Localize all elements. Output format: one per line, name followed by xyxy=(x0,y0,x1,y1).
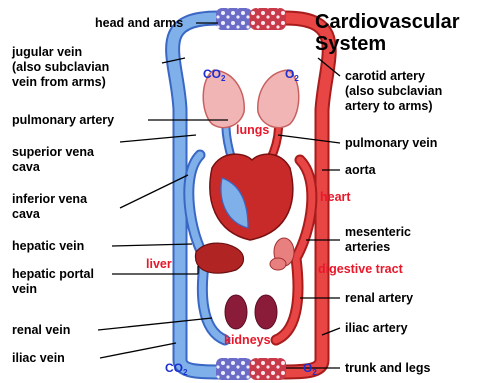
label-inferior-vena-cava-2: cava xyxy=(12,207,41,221)
organ-label-heart: heart xyxy=(320,190,351,204)
label-aorta: aorta xyxy=(345,163,377,177)
label-inferior-vena-cava-1: inferior vena xyxy=(12,192,88,206)
label-hepatic-vein: hepatic vein xyxy=(12,239,84,253)
label-iliac-artery: iliac artery xyxy=(345,321,408,335)
label-hepatic-portal-vein-2: vein xyxy=(12,282,37,296)
heart-icon xyxy=(210,154,293,240)
gas-co2-top: CO2 xyxy=(203,67,226,83)
label-trunk-and-legs: trunk and legs xyxy=(345,361,430,375)
label-pulmonary-artery: pulmonary artery xyxy=(12,113,114,127)
capillary-bed-legs-red xyxy=(250,358,286,380)
label-mesenteric-arteries-1: mesenteric xyxy=(345,225,411,239)
label-head-and-arms: head and arms xyxy=(95,16,183,30)
label-carotid-artery-3: artery to arms) xyxy=(345,99,433,113)
label-carotid-artery-1: carotid artery xyxy=(345,69,425,83)
capillary-bed-legs xyxy=(216,358,252,380)
title-line-1: Cardiovascular xyxy=(315,11,460,33)
label-mesenteric-arteries-2: arteries xyxy=(345,240,390,254)
gas-o2-top: O2 xyxy=(285,67,299,83)
liver-icon xyxy=(195,243,243,273)
label-superior-vena-cava-2: cava xyxy=(12,160,41,174)
label-hepatic-portal-vein-1: hepatic portal xyxy=(12,267,94,281)
title-line-2: System xyxy=(315,33,386,55)
capillary-bed-head-red xyxy=(250,8,286,30)
organ-label-liver: liver xyxy=(146,257,172,271)
organ-label-kidneys: kidneys xyxy=(224,333,271,347)
label-pulmonary-vein: pulmonary vein xyxy=(345,136,437,150)
label-jugular-vein-3: vein from arms) xyxy=(12,75,106,89)
organ-label-digestive-tract: digestive tract xyxy=(318,262,404,276)
label-carotid-artery-2: (also subclavian xyxy=(345,84,442,98)
organ-label-lungs: lungs xyxy=(236,123,269,137)
label-renal-vein: renal vein xyxy=(12,323,70,337)
label-jugular-vein-1: jugular vein xyxy=(11,45,82,59)
label-jugular-vein-2: (also subclavian xyxy=(12,60,109,74)
digestive-tract-icon xyxy=(270,238,294,270)
label-superior-vena-cava-1: superior vena xyxy=(12,145,95,159)
label-iliac-vein: iliac vein xyxy=(12,351,65,365)
kidneys-icon xyxy=(225,295,277,329)
capillary-bed-head xyxy=(216,8,252,30)
label-renal-artery: renal artery xyxy=(345,291,413,305)
